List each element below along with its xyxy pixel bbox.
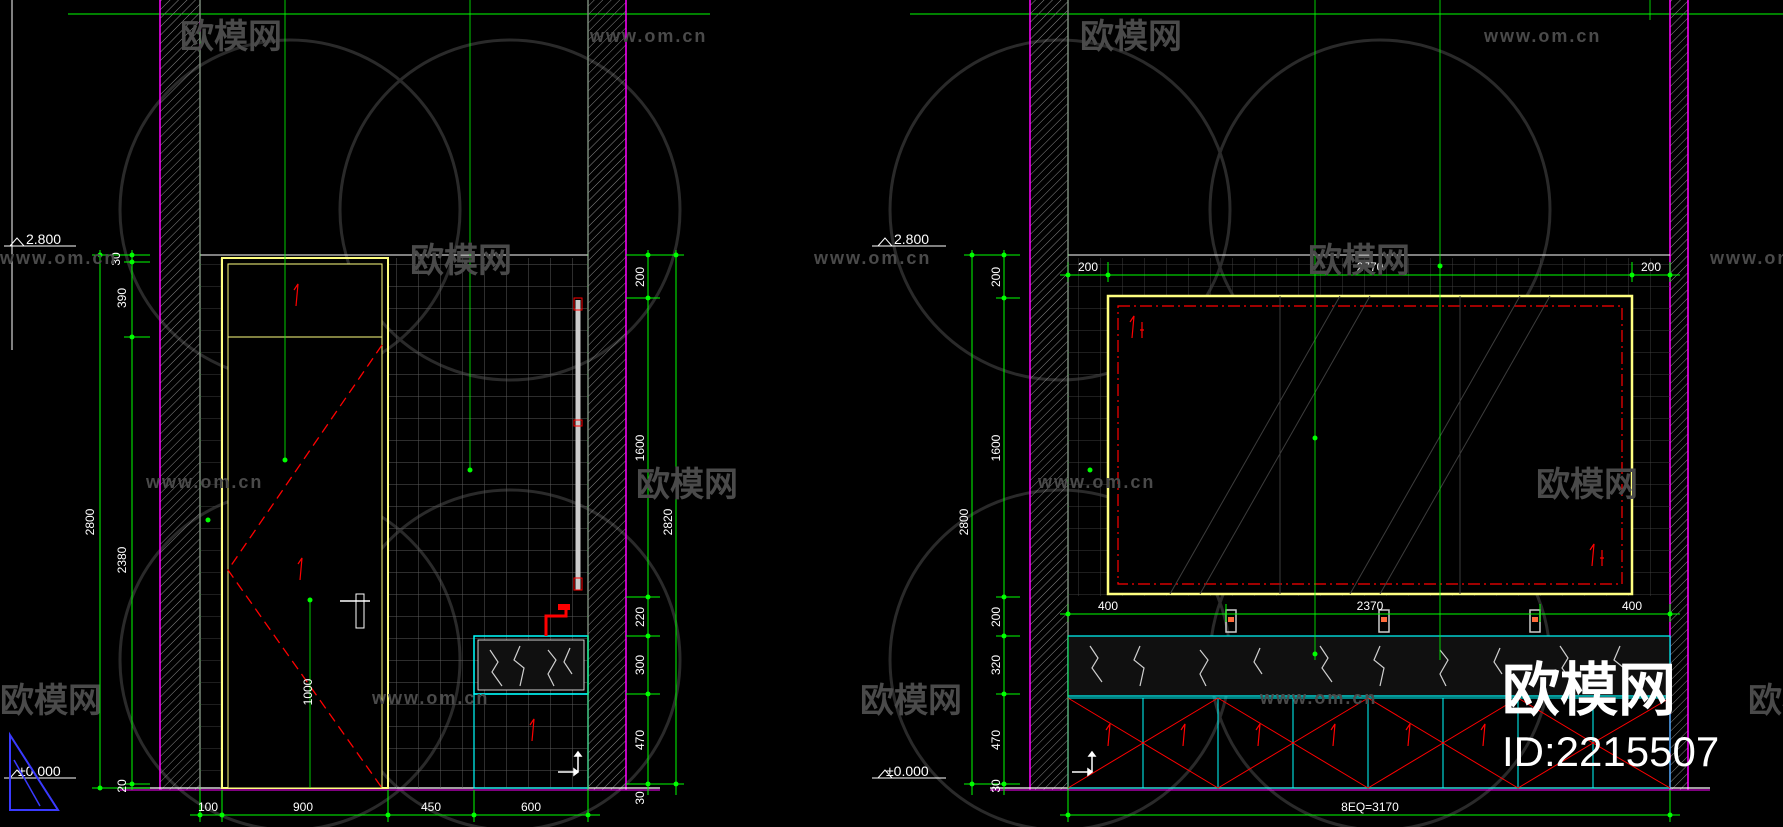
tile-wall	[388, 258, 588, 788]
svg-text:±0.000: ±0.000	[886, 763, 929, 779]
dim-rl-320: 320	[989, 655, 1003, 675]
svg-text:±0.000: ±0.000	[18, 763, 61, 779]
id-watermark-large: ID:2215507	[1502, 728, 1719, 775]
door-swing	[227, 344, 383, 789]
door-handle	[355, 593, 365, 629]
watermark-url: www.om.cn	[0, 248, 117, 268]
dim-r-1600: 1600	[633, 434, 647, 461]
dim-r-2820: 2820	[661, 508, 675, 535]
watermark-logo: 欧模网	[0, 682, 102, 720]
watermark-url: www.om.cn	[371, 688, 489, 708]
dim-door-1000: 1000	[301, 678, 315, 705]
right-dim-chains	[626, 250, 684, 795]
dim-b-450: 450	[421, 800, 441, 814]
watermark-layer: 欧模网 www.om.cn 欧模网 www.om.cn www.om.cn 欧模…	[0, 18, 1783, 775]
dim-b-600: 600	[521, 800, 541, 814]
dim-rl-2800: 2800	[957, 508, 971, 535]
dim-l-30: 30	[109, 252, 123, 266]
watermark-url: www.om.cn	[1483, 26, 1601, 46]
right-wall-hatch	[588, 0, 626, 790]
faucet	[544, 608, 568, 636]
dim-b-900: 900	[293, 800, 313, 814]
level-marker-bottom-left: ±0.000	[4, 763, 76, 779]
svg-text:2.800: 2.800	[894, 231, 929, 247]
watermark-url: www.om.cn	[1709, 248, 1783, 268]
dim-r-300: 300	[633, 655, 647, 675]
mirror-light-strip	[1117, 305, 1623, 585]
dim-mid-400b: 400	[1622, 599, 1642, 613]
dim-top-2770: 2770	[1357, 260, 1384, 274]
blue-triangle-marker	[9, 731, 60, 811]
cabinet-swings	[1067, 697, 1671, 789]
watermark-url: www.om.cn	[145, 472, 263, 492]
level-marker-top-left: 2.800	[4, 231, 76, 247]
mirror-reflection	[1169, 295, 1551, 595]
level-marker-top-right: 2.800	[872, 231, 946, 247]
watermark-logo: 欧模网	[1536, 466, 1638, 504]
dim-rl-30: 30	[989, 779, 1003, 793]
dim-rl-1600: 1600	[989, 434, 1003, 461]
dim-mid-400a: 400	[1098, 599, 1118, 613]
left-wall-hatch	[160, 0, 200, 790]
watermark-url: www.om.cn	[1259, 688, 1377, 708]
left-elevation: 30 390 2800 2380 20 1000 200 1600 2820 2…	[4, 0, 684, 822]
watermark-url: www.om.cn	[589, 26, 707, 46]
watermark-logo: 欧模网	[410, 242, 512, 280]
dim-l-2380: 2380	[115, 546, 129, 573]
watermark-url: www.om.cn	[1037, 472, 1155, 492]
watermark-logo: 欧模网	[860, 682, 962, 720]
dim-r-220: 220	[633, 607, 647, 627]
level-marker-bottom-right: ±0.000	[872, 763, 946, 779]
dim-top-200b: 200	[1641, 260, 1661, 274]
dim-l-20: 20	[115, 779, 129, 793]
dim-rl-470: 470	[989, 730, 1003, 750]
watermark-url: www.om.cn	[813, 248, 931, 268]
dim-l-2800: 2800	[83, 508, 97, 535]
dim-b-100: 100	[198, 800, 218, 814]
watermark-logo: 欧模网	[1748, 682, 1783, 720]
dim-rl-200a: 200	[989, 267, 1003, 287]
dim-l-390: 390	[115, 288, 129, 308]
watermark-logo: 欧模网	[1308, 242, 1410, 280]
brand-watermark-large: 欧模网	[1502, 658, 1676, 723]
dim-mid-2370: 2370	[1357, 599, 1384, 613]
dim-r-470: 470	[633, 730, 647, 750]
watermark-logo: 欧模网	[180, 18, 282, 56]
left-dim-chains	[92, 250, 150, 790]
dim-r-30: 30	[633, 791, 647, 805]
dim-rl-200b: 200	[989, 607, 1003, 627]
right-elevation: 200 2770 200 400 2370 400	[872, 0, 1710, 822]
watermark-logo: 欧模网	[1080, 18, 1182, 56]
dim-r-200: 200	[633, 267, 647, 287]
dim-top-200a: 200	[1078, 260, 1098, 274]
dim-bottom-8eq: 8EQ=3170	[1341, 800, 1399, 814]
svg-text:2.800: 2.800	[26, 231, 61, 247]
counter-top	[1067, 635, 1671, 697]
left-dim-ticks	[97, 252, 135, 791]
watermark-logo: 欧模网	[636, 466, 738, 504]
mirror-frame	[1106, 294, 1634, 596]
